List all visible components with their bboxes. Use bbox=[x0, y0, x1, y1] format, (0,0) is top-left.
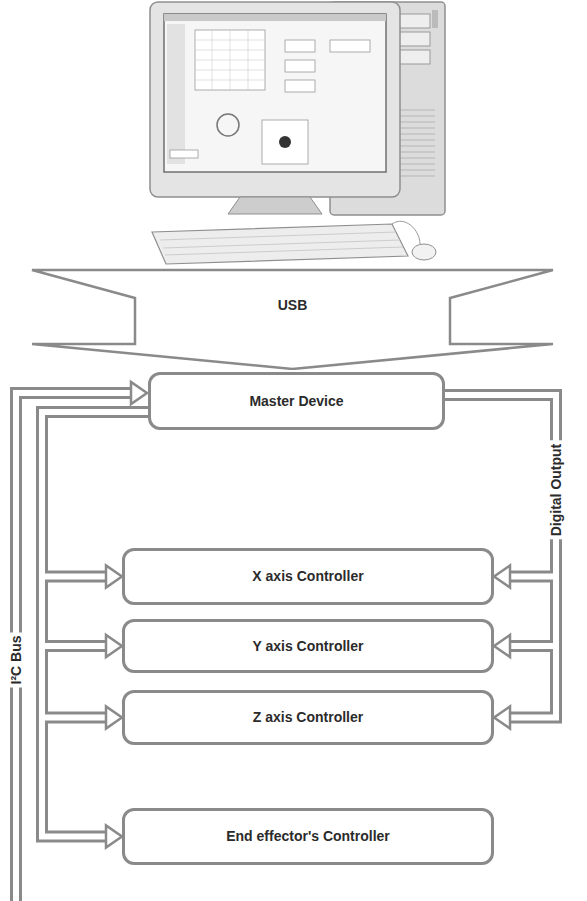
node-text: Master Device bbox=[249, 393, 343, 410]
controller-box: X axis Controller bbox=[122, 548, 494, 605]
usb-arrow-outline bbox=[32, 270, 553, 369]
master-box: Master Device bbox=[148, 372, 445, 430]
arrow-head bbox=[106, 566, 122, 588]
bus-line-outline bbox=[42, 412, 148, 646]
bus-line-outline bbox=[445, 395, 556, 646]
arrow-head bbox=[106, 707, 122, 729]
node-text: Y axis Controller bbox=[252, 638, 363, 655]
bus-label: I²C Bus bbox=[8, 633, 24, 688]
node-text: USB bbox=[278, 297, 308, 314]
arrow-head bbox=[494, 707, 510, 729]
signal-label: Digital Output bbox=[548, 441, 564, 540]
arrow-head bbox=[494, 566, 510, 588]
arrow-head bbox=[494, 635, 510, 657]
node-text: End effector's Controller bbox=[226, 828, 390, 845]
arrow-head bbox=[106, 826, 122, 848]
controller-box: End effector's Controller bbox=[122, 808, 494, 865]
bus-line-inner bbox=[42, 412, 148, 646]
controller-box: Z axis Controller bbox=[122, 690, 494, 745]
bus-return-head bbox=[131, 382, 147, 404]
usb-arrow: USB bbox=[30, 268, 555, 370]
arrow-head bbox=[106, 635, 122, 657]
bus-line-inner bbox=[445, 395, 556, 646]
node-text: X axis Controller bbox=[252, 568, 363, 585]
node-text: Z axis Controller bbox=[253, 709, 363, 726]
usb-arrow-shape bbox=[30, 268, 555, 370]
controller-box: Y axis Controller bbox=[122, 619, 494, 673]
